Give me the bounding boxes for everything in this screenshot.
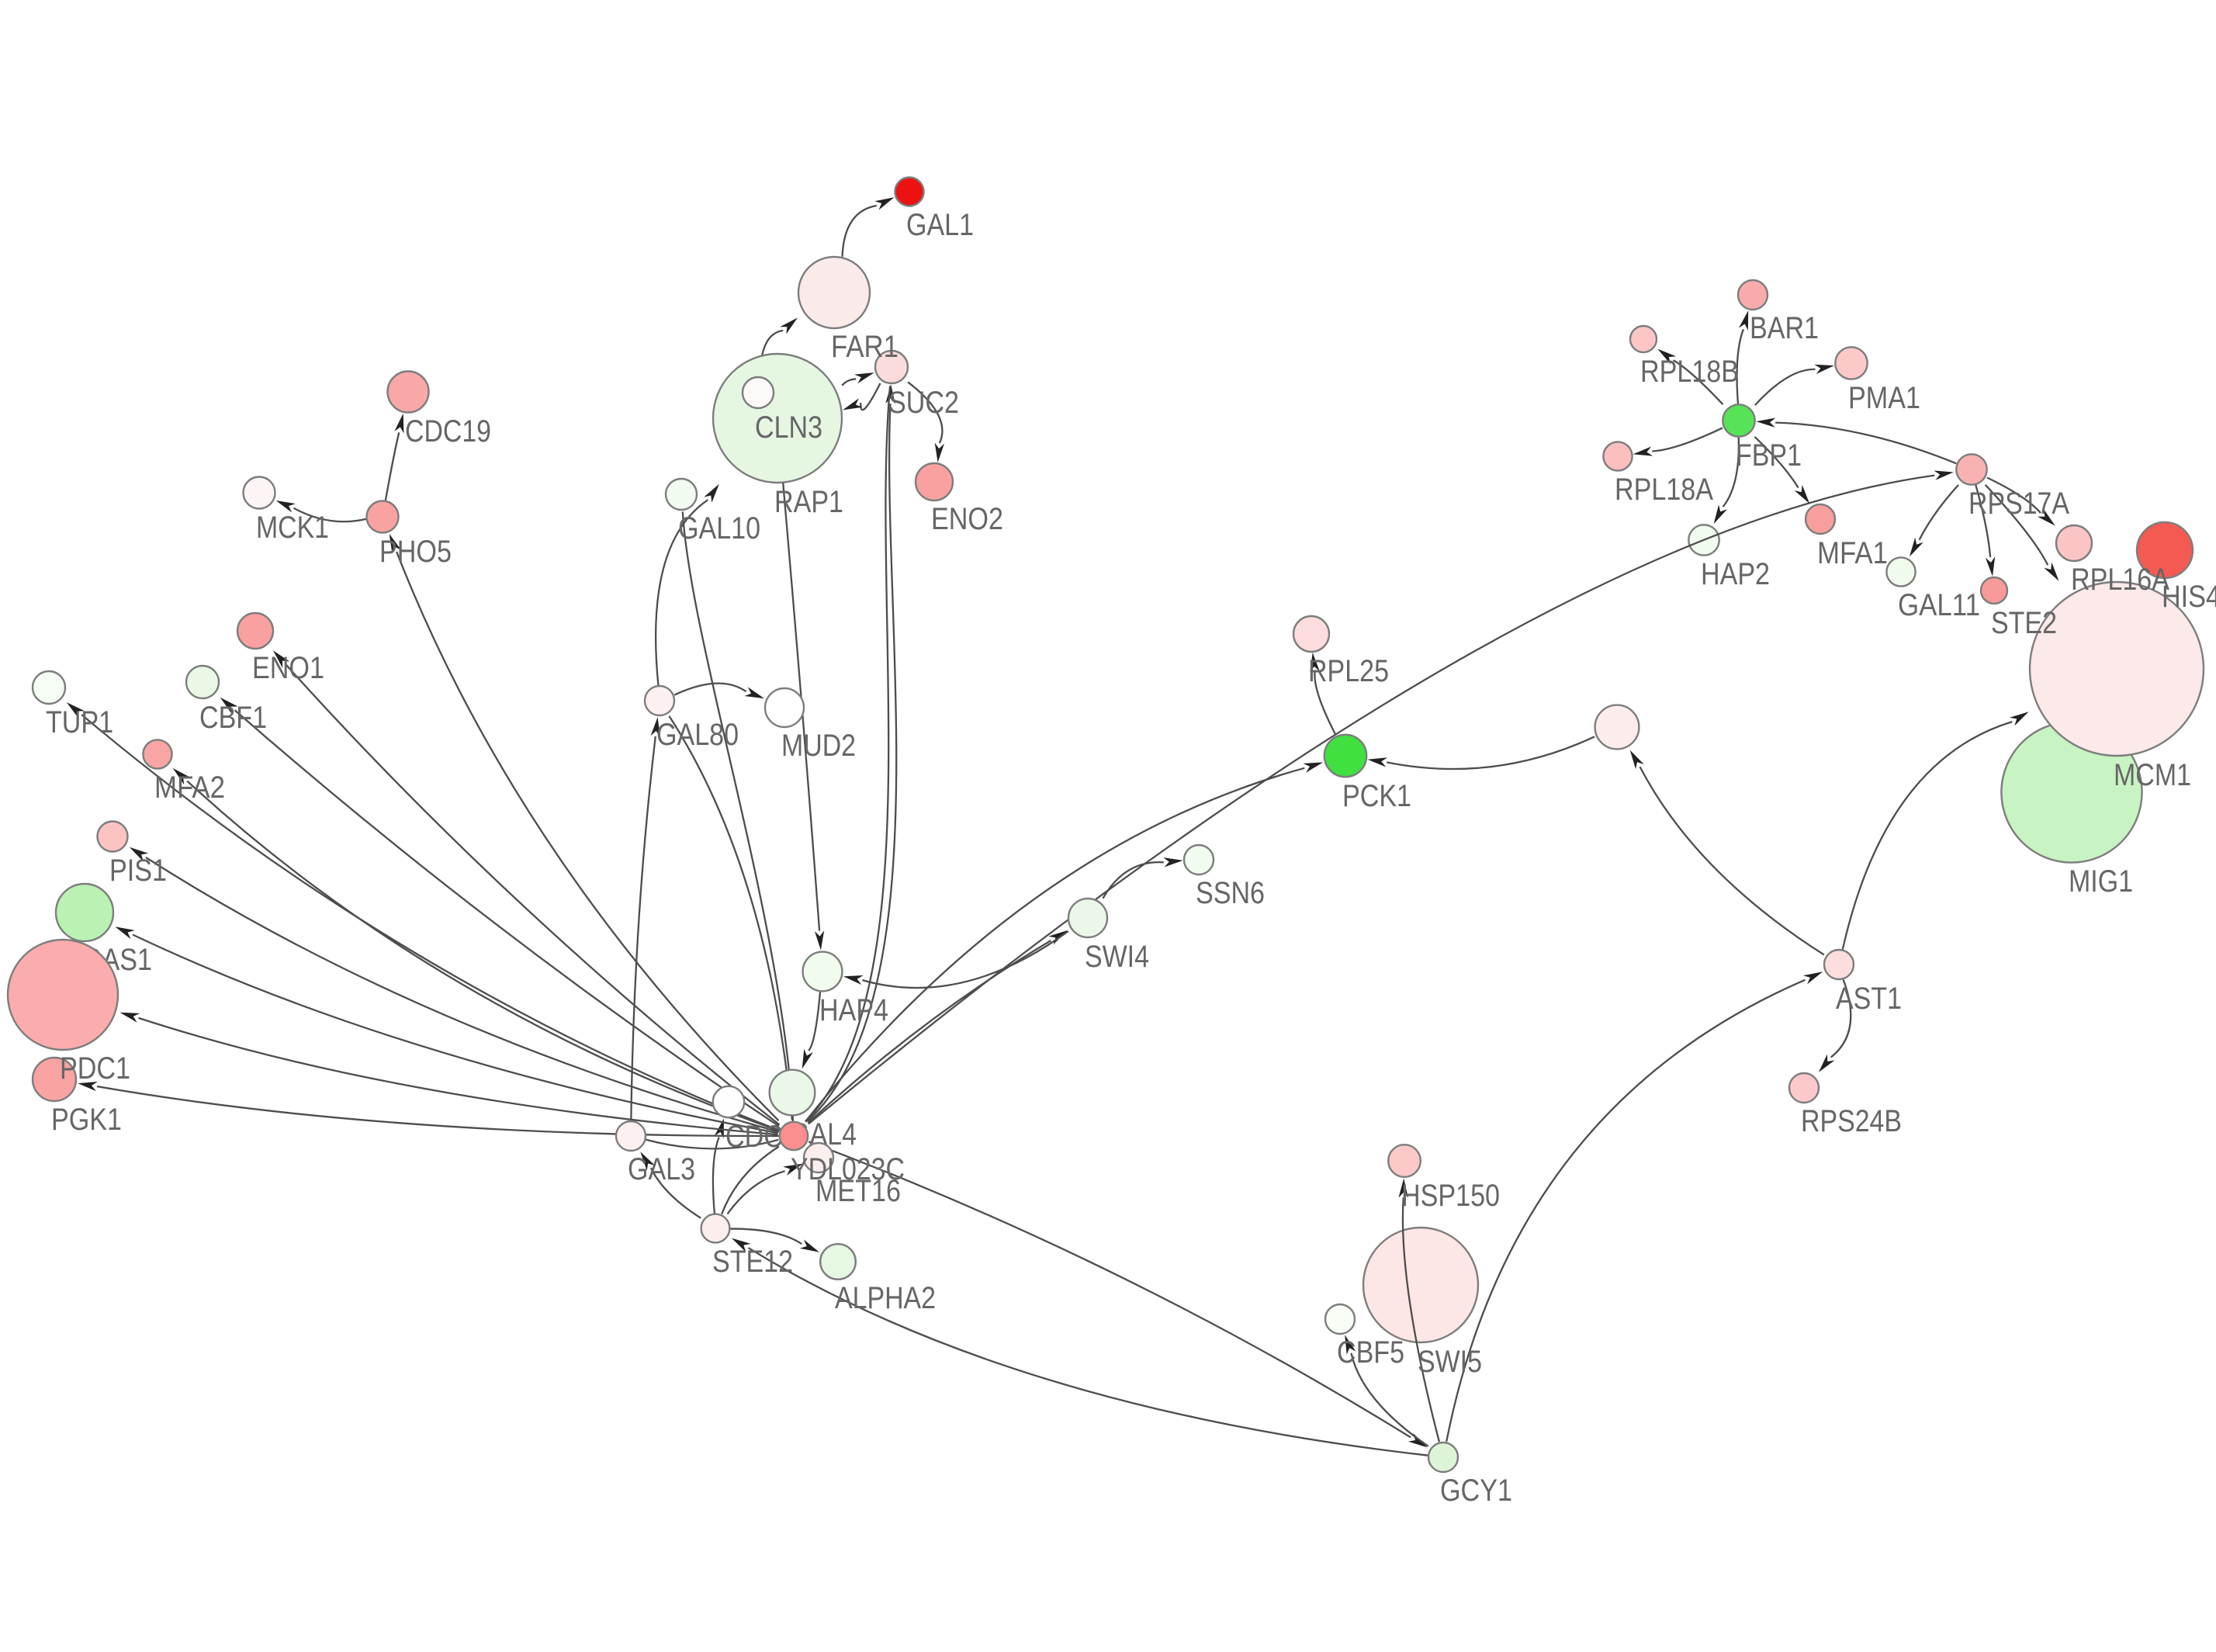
svg-text:RAP1: RAP1	[774, 485, 843, 519]
svg-text:CBF1: CBF1	[199, 701, 267, 735]
svg-text:SWI4: SWI4	[1085, 940, 1149, 974]
svg-text:BAR1: BAR1	[1750, 311, 1819, 345]
svg-text:GAL1: GAL1	[906, 208, 974, 242]
svg-text:CBF5: CBF5	[1337, 1335, 1404, 1370]
svg-text:PCK1: PCK1	[1342, 779, 1411, 813]
svg-text:PIS1: PIS1	[109, 854, 167, 888]
svg-text:SSN6: SSN6	[1196, 876, 1265, 910]
svg-text:HAP4: HAP4	[819, 993, 888, 1027]
svg-text:RPL25: RPL25	[1308, 654, 1389, 688]
svg-text:RPS17A: RPS17A	[1968, 487, 2069, 521]
svg-text:STE12: STE12	[712, 1245, 793, 1279]
svg-text:GAL10: GAL10	[678, 511, 760, 545]
svg-text:CDC19: CDC19	[405, 414, 491, 448]
svg-text:MFA2: MFA2	[154, 771, 225, 805]
svg-text:ALPHA2: ALPHA2	[835, 1281, 936, 1315]
svg-text:HSP150: HSP150	[1401, 1179, 1500, 1213]
svg-text:HAP2: HAP2	[1701, 557, 1770, 591]
svg-text:YDL023C: YDL023C	[791, 1152, 905, 1186]
svg-text:MET16: MET16	[815, 1174, 901, 1208]
svg-text:RPL18B: RPL18B	[1640, 355, 1739, 389]
svg-text:SUC2: SUC2	[888, 386, 959, 420]
svg-text:STE2: STE2	[1991, 606, 2057, 640]
svg-text:MIG1: MIG1	[2069, 864, 2133, 899]
svg-text:TUP1: TUP1	[46, 705, 113, 739]
svg-text:CLN3: CLN3	[755, 410, 822, 445]
svg-text:HIS4: HIS4	[2162, 580, 2216, 614]
svg-text:RPL18A: RPL18A	[1615, 473, 1713, 507]
svg-text:GAL11: GAL11	[1898, 588, 1980, 622]
svg-text:AST1: AST1	[1836, 982, 1902, 1016]
svg-text:PGK1: PGK1	[51, 1103, 122, 1137]
svg-text:RPS24B: RPS24B	[1801, 1104, 1902, 1138]
svg-text:GCY1: GCY1	[1440, 1474, 1512, 1508]
svg-text:MFA1: MFA1	[1817, 536, 1888, 570]
svg-text:PMA1: PMA1	[1848, 381, 1920, 415]
svg-text:ENO1: ENO1	[252, 651, 324, 685]
svg-text:ENO2: ENO2	[931, 502, 1003, 536]
svg-text:GAL80: GAL80	[656, 718, 739, 752]
svg-text:RPL16A: RPL16A	[2071, 563, 2169, 597]
svg-text:FAR1: FAR1	[831, 330, 899, 364]
svg-text:MCK1: MCK1	[256, 511, 329, 545]
svg-text:GAL3: GAL3	[628, 1152, 695, 1186]
svg-text:PDC1: PDC1	[60, 1051, 130, 1086]
svg-text:MCM1: MCM1	[2114, 758, 2191, 792]
svg-text:FBP1: FBP1	[1736, 438, 1802, 473]
svg-text:SWI5: SWI5	[1418, 1345, 1482, 1379]
svg-text:PHO5: PHO5	[379, 535, 452, 569]
svg-text:MUD2: MUD2	[781, 729, 856, 763]
